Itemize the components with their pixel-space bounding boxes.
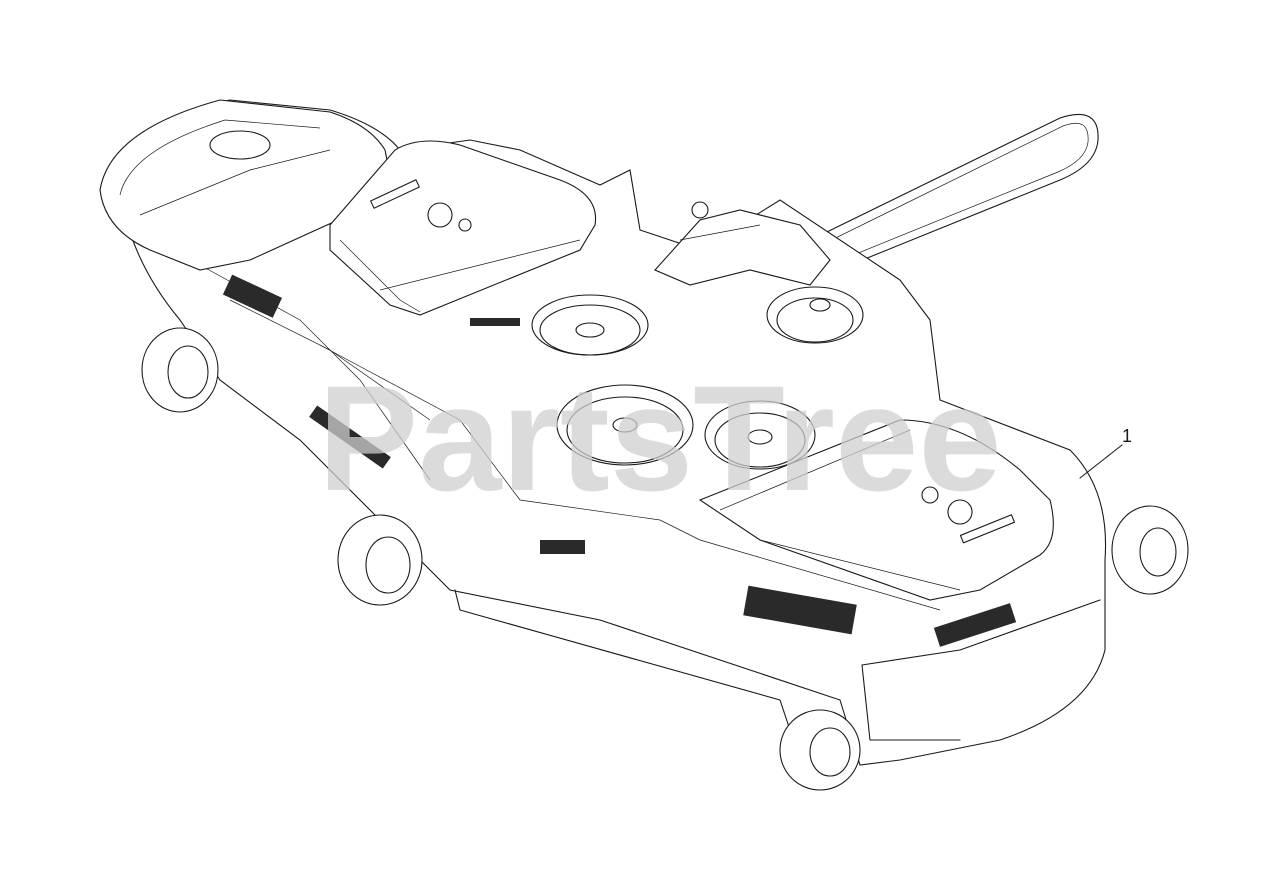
belt-cover-right[interactable] <box>698 419 1054 601</box>
spindle-pulley-center[interactable] <box>556 384 694 466</box>
anti-scalp-wheel-right[interactable] <box>1111 505 1189 595</box>
warning-decal-center <box>540 540 585 554</box>
anti-scalp-wheel-front-left[interactable] <box>337 514 423 606</box>
warning-decal-top <box>470 318 520 326</box>
callout-1[interactable]: 1 <box>1079 426 1132 479</box>
anti-scalp-wheel-front[interactable] <box>779 709 861 791</box>
warning-decal-left <box>222 274 283 318</box>
idler-pulley[interactable] <box>704 400 816 470</box>
left-deck-cover[interactable] <box>99 99 391 271</box>
watermark: PartsTree <box>318 354 1002 522</box>
spindle-pulley-left[interactable] <box>531 294 649 356</box>
warning-decal-right <box>933 603 1017 647</box>
warning-decal-side <box>309 405 391 469</box>
warning-decal-front <box>743 585 857 635</box>
callout-1-label: 1 <box>1122 426 1132 446</box>
idler-arm-bracket[interactable] <box>654 201 831 286</box>
anti-scalp-wheel-rear-left[interactable] <box>141 327 219 413</box>
belt-cover-left[interactable] <box>329 140 597 316</box>
spindle-pulley-right[interactable] <box>766 286 864 344</box>
